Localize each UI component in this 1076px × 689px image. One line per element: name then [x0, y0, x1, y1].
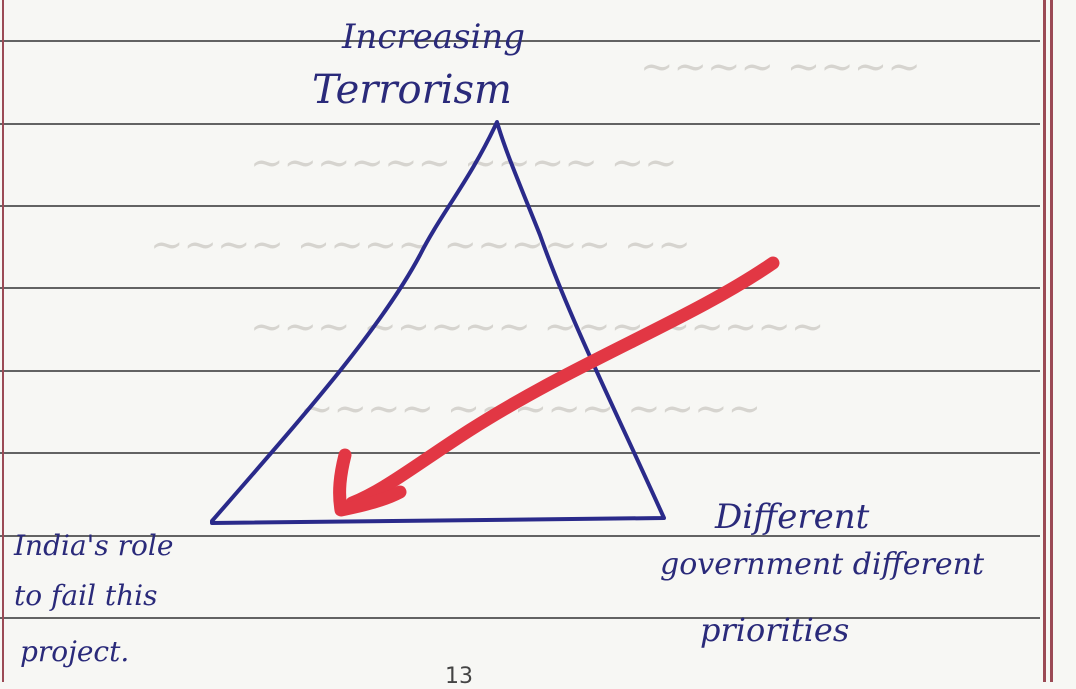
ruled-line [0, 287, 1040, 289]
page-number: 13 [445, 664, 473, 689]
apex-label-line1: Increasing [342, 17, 525, 57]
left-vertex-label-line3: project. [20, 635, 130, 668]
ruled-line [0, 452, 1040, 454]
apex-label-line2: Terrorism [312, 67, 512, 113]
right-vertex-label-line3: priorities [700, 611, 850, 649]
left-vertex-label-line2: to fail this [14, 579, 158, 612]
bleed-through-text: ~~~~ ~~~~ [640, 44, 921, 90]
right-vertex-label-line1: Different [715, 497, 870, 537]
ruled-line [0, 205, 1040, 207]
ruled-line [0, 40, 1040, 42]
bleed-through-text: ~~~ ~~~~~ ~~~ ~~~~~ [250, 304, 825, 350]
red-arrow-head-icon [333, 448, 407, 517]
left-vertex-label-line1: India's role [14, 529, 174, 562]
ruled-line [0, 123, 1040, 125]
ruled-line [0, 535, 1040, 537]
triangle-shape [210, 120, 666, 525]
ruled-line [0, 370, 1040, 372]
bleed-through-text: ~~~~ ~~~~ ~~~~~ ~~ [150, 222, 691, 268]
margin-line [2, 0, 4, 682]
bleed-through-text: ~~~~~~ ~~~~ ~~ [250, 140, 678, 186]
right-vertex-label-line2: government different [660, 547, 985, 582]
margin-line [1050, 0, 1053, 682]
ruled-line [0, 617, 1040, 619]
margin-line [1043, 0, 1046, 682]
red-curved-arrow-shaft [345, 256, 780, 510]
